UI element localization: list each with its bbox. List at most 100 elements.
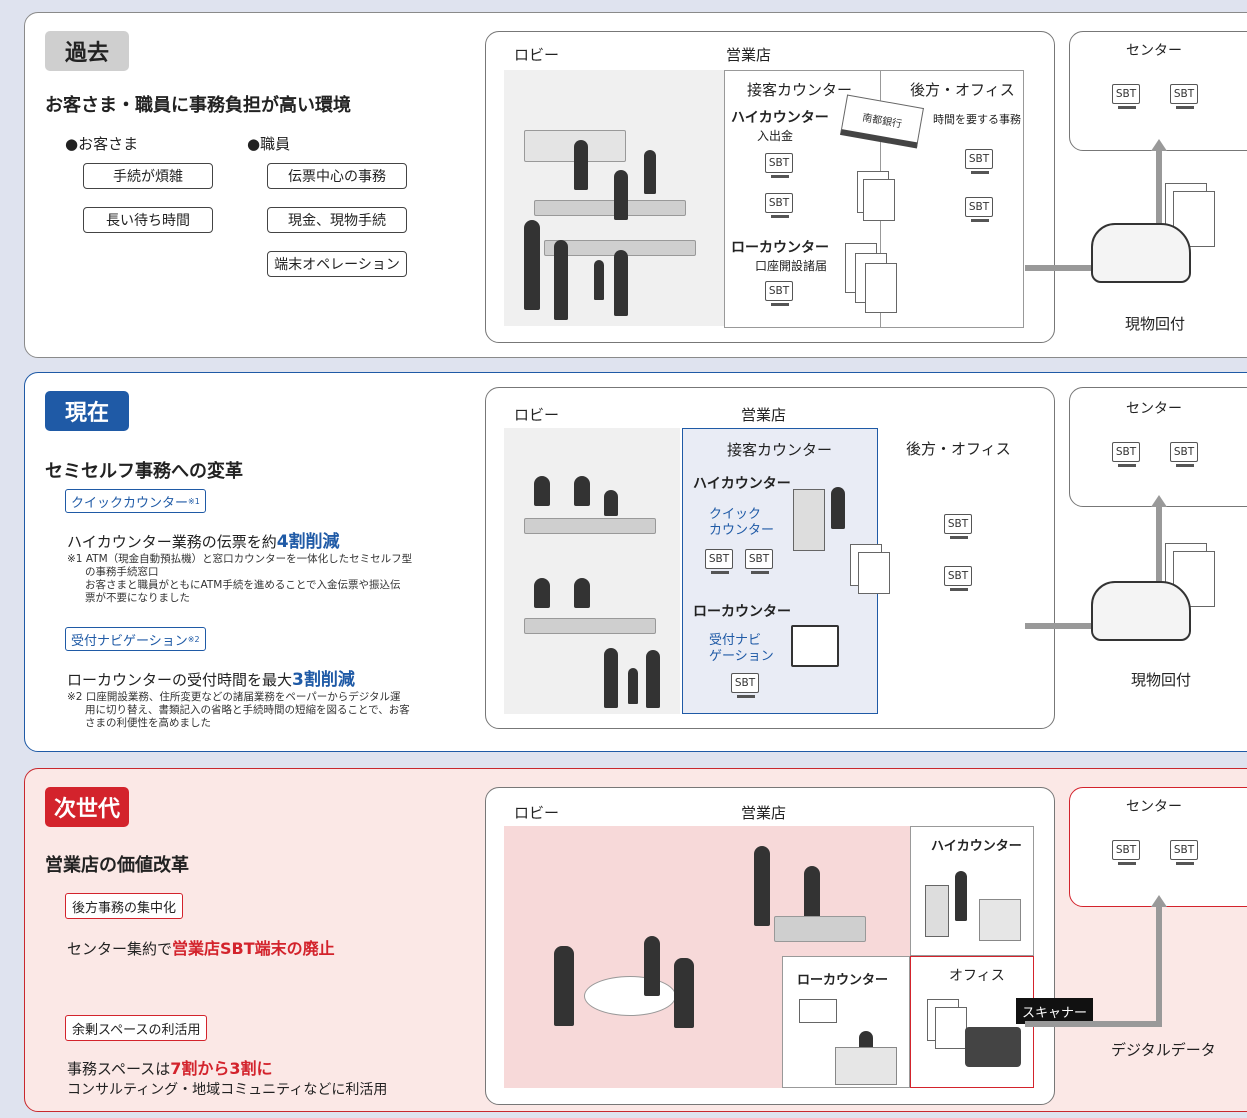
branch-frame: ロビー 営業店 接客カウンター ハイカウンター クイック カウンター SBT S… (485, 387, 1055, 729)
round-table (584, 976, 676, 1016)
result2-prefix: ローカウンターの受付時間を最大 (67, 671, 293, 689)
note1-line: の事務手続窓口 (85, 566, 159, 578)
time-task-label: 時間を要する事務 (933, 113, 1021, 126)
sbt-terminal: SBT (1112, 442, 1142, 470)
nav-label: ゲーション (709, 649, 774, 664)
arrow-line (1156, 149, 1162, 271)
branch-label: 営業店 (741, 804, 787, 822)
person-silhouette (674, 958, 694, 1028)
sbt-terminal: SBT (731, 673, 761, 701)
counter-desk (835, 1047, 897, 1085)
counter-desk (979, 899, 1021, 941)
result2-highlight: 3割削減 (292, 670, 355, 690)
present-tag: 現在 (45, 391, 129, 431)
result2-highlight: 7割から3割に (170, 1059, 273, 1078)
scanner-label: スキャナー (1016, 998, 1094, 1024)
arrow-line (1025, 1021, 1162, 1027)
bench (524, 618, 656, 634)
sbt-terminal: SBT (965, 197, 995, 225)
scanner-icon (965, 1027, 1021, 1067)
space-utilization-badge: 余剰スペースの利活用 (65, 1015, 208, 1041)
person-silhouette (554, 240, 568, 320)
staff-item: 伝票中心の事務 (267, 163, 407, 189)
staff-title: ●職員 (247, 135, 291, 153)
result2-line2: コンサルティング・地域コミュニティなどに利活用 (67, 1082, 388, 1098)
paper-stack (1173, 191, 1215, 247)
result1: センター集約で営業店SBT端末の廃止 (67, 935, 335, 959)
sbt-terminal: SBT (1112, 84, 1142, 112)
arrow-up-icon (1151, 139, 1167, 151)
past-tag: 過去 (45, 31, 129, 71)
sbt-terminal: SBT (944, 514, 974, 542)
person-silhouette (646, 650, 660, 708)
result1-highlight: 営業店SBT端末の廃止 (172, 939, 335, 958)
note2-line: ※2 口座開設業務、住所変更などの諸届業務をペーパーからデジタル運 (67, 691, 401, 703)
sbt-terminal: SBT (745, 549, 775, 577)
high-counter-label: ハイカウンター (931, 839, 1022, 854)
digital-data-label: デジタルデータ (1111, 1041, 1216, 1059)
office-label: 後方・オフィス (906, 440, 1011, 458)
result2: ローカウンターの受付時間を最大3割削減 (67, 665, 355, 690)
person-silhouette (554, 946, 574, 1026)
high-counter-label: ハイカウンター (731, 110, 829, 126)
centralization-badge: 後方事務の集中化 (65, 893, 184, 919)
high-counter-label: ハイカウンター (693, 476, 791, 492)
tablet-icon (791, 625, 839, 667)
center-frame: センター SBT SBT (1069, 31, 1247, 151)
note2-line: さまの利便性を高めました (85, 717, 211, 729)
sbt-terminal: SBT (965, 149, 995, 177)
result1-prefix: センター集約で (67, 940, 173, 958)
person-silhouette (574, 476, 590, 506)
person-silhouette (574, 578, 590, 608)
person-silhouette (644, 936, 660, 996)
low-counter-label: ローカウンター (797, 973, 889, 988)
quick-counter-badge: クイックカウンター※1 (65, 489, 206, 513)
counter-area: 接客カウンター ハイカウンター クイック カウンター SBT SBT ローカウン… (682, 428, 878, 714)
lobby-illustration (504, 70, 724, 326)
next-heading: 営業店の価値改革 (45, 855, 189, 876)
bench (524, 518, 656, 534)
branch-interior: 接客カウンター 後方・オフィス ハイカウンター 入出金 SBT SBT ローカウ… (724, 70, 1024, 328)
note1-line: ※1 ATM（現金自動預払機）と窓口カウンターを一体化したセミセルフ型 (67, 553, 413, 565)
result2-prefix: 事務スペースは (67, 1060, 171, 1078)
arrow-line (1025, 623, 1095, 629)
bank-sign: 南都銀行 (840, 94, 924, 149)
sbt-terminal: SBT (705, 549, 735, 577)
account-forms-label: 口座開設諸届 (755, 259, 828, 273)
result2: 事務スペースは7割から3割に (67, 1055, 272, 1079)
counter-label: 接客カウンター (727, 441, 833, 459)
note-mark: ※1 (188, 496, 200, 506)
present-panel: 現在 セミセルフ事務への変革 クイックカウンター※1 ハイカウンター業務の伝票を… (24, 372, 1247, 752)
sofa (774, 916, 866, 942)
note1-line: お客さまと職員がともにATM手続を進めることで入金伝票や振込伝 (85, 579, 401, 591)
navigation-text: 受付ナビゲーション (71, 633, 188, 649)
staff-item: 端末オペレーション (267, 251, 407, 277)
branch-frame: ロビー 営業店 接客カウンター 後方・オフィス ハイカウンター 入出金 SBT … (485, 31, 1055, 343)
result1: ハイカウンター業務の伝票を約4割削減 (67, 527, 340, 552)
monitor-icon (799, 999, 837, 1023)
sbt-terminal: SBT (944, 566, 974, 594)
arrow-line (1025, 265, 1095, 271)
person-silhouette (604, 490, 618, 516)
car-icon (1091, 581, 1191, 641)
low-counter-label: ローカウンター (693, 604, 791, 620)
low-counter-label: ローカウンター (731, 240, 829, 256)
person-silhouette (524, 220, 540, 310)
center-frame: センター SBT SBT (1069, 787, 1247, 907)
staff-item: 現金、現物手続 (267, 207, 407, 233)
atm-icon (925, 885, 949, 937)
atm-icon (793, 489, 825, 551)
bank-sign-text: 南都銀行 (861, 112, 903, 130)
sbt-terminal: SBT (765, 153, 795, 181)
car-icon (1091, 223, 1191, 283)
past-heading: お客さま・職員に事務負担が高い環境 (45, 95, 351, 116)
past-panel: 過去 お客さま・職員に事務負担が高い環境 ●お客さま ●職員 手続が煩雑 長い待… (24, 12, 1247, 358)
next-tag: 次世代 (45, 787, 129, 827)
person-silhouette (614, 250, 628, 316)
quick-label: カウンター (709, 523, 775, 538)
paper-stack (935, 1007, 967, 1049)
navigation-badge: 受付ナビゲーション※2 (65, 627, 206, 651)
result1-highlight: 4割削減 (276, 532, 340, 552)
person-silhouette (574, 140, 588, 190)
arrow-line (1156, 505, 1162, 629)
